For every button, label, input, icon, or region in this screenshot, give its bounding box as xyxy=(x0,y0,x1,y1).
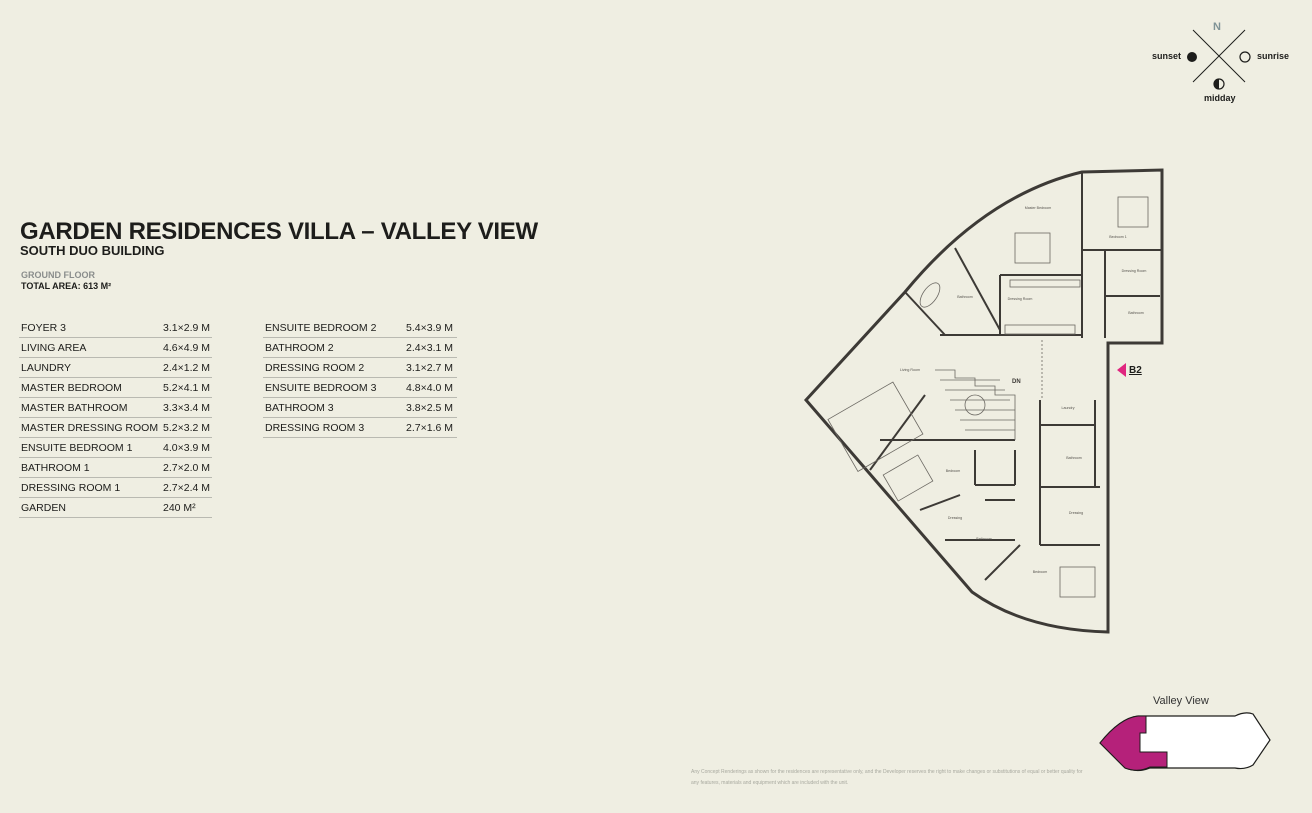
sunrise-label: sunrise xyxy=(1257,51,1290,61)
room-size: 3.8×2.5 M xyxy=(404,397,457,418)
room-size: 2.4×1.2 M xyxy=(161,357,212,378)
room-name: MASTER BEDROOM xyxy=(19,377,161,398)
room-label: Bedroom 1 xyxy=(1109,235,1127,239)
room-name: MASTER DRESSING ROOM xyxy=(19,417,161,438)
unit-highlight xyxy=(1099,715,1168,771)
room-name: BATHROOM 1 xyxy=(19,457,161,478)
room-label: Bathroom xyxy=(1128,311,1144,315)
room-size: 2.7×2.4 M xyxy=(161,477,212,498)
room-name: ENSUITE BEDROOM 2 xyxy=(263,318,404,338)
stairs-down-label: DN xyxy=(1012,379,1021,385)
unit-marker-icon xyxy=(1117,363,1126,377)
floor-label: GROUND FLOOR xyxy=(21,270,95,280)
room-name: LIVING AREA xyxy=(19,337,161,358)
sunset-label: sunset xyxy=(1152,51,1182,61)
room-label: Dressing xyxy=(948,516,962,520)
room-label: Bathroom xyxy=(957,295,973,299)
room-name: MASTER BATHROOM xyxy=(19,397,161,418)
room-size: 5.2×4.1 M xyxy=(161,377,212,398)
outer-wall xyxy=(803,168,1164,634)
room-size: 3.1×2.7 M xyxy=(404,357,457,378)
sunrise-icon xyxy=(1239,51,1251,63)
page-title: GARDEN RESIDENCES VILLA – VALLEY VIEW xyxy=(20,218,538,245)
room-label: Laundry xyxy=(1062,406,1075,410)
room-size: 4.6×4.9 M xyxy=(161,337,212,358)
locator-title: Valley View xyxy=(1153,695,1209,707)
location-map xyxy=(1099,712,1271,772)
compass-cross-icon xyxy=(1187,29,1251,90)
room-name: GARDEN xyxy=(19,497,161,518)
room-name: LAUNDRY xyxy=(19,357,161,378)
disclaimer: Any Concept Renderings as shown for the … xyxy=(691,769,1083,786)
room-label: Dressing xyxy=(1069,511,1083,515)
room-size: 2.7×2.0 M xyxy=(161,457,212,478)
room-size: 4.8×4.0 M xyxy=(404,377,457,398)
room-label: Living Room xyxy=(900,368,920,372)
sunset-icon xyxy=(1187,52,1197,62)
room-name: DRESSING ROOM 2 xyxy=(263,357,404,378)
room-label: Bedroom xyxy=(946,469,961,473)
room-name: DRESSING ROOM 3 xyxy=(263,417,404,438)
room-label: Dressing Room xyxy=(1008,297,1033,301)
north-label: N xyxy=(1213,21,1221,33)
room-label: Bedroom xyxy=(1033,570,1048,574)
room-label: Bathroom xyxy=(976,537,992,541)
midday-label: midday xyxy=(1204,93,1236,103)
room-size: 5.4×3.9 M xyxy=(404,318,457,338)
room-size: 2.4×3.1 M xyxy=(404,337,457,358)
room-name: BATHROOM 3 xyxy=(263,397,404,418)
room-name: ENSUITE BEDROOM 3 xyxy=(263,377,404,398)
room-size: 3.1×2.9 M xyxy=(161,318,212,338)
total-area: TOTAL AREA: 613 M² xyxy=(21,281,112,291)
room-size: 4.0×3.9 M xyxy=(161,437,212,458)
room-name: ENSUITE BEDROOM 1 xyxy=(19,437,161,458)
room-name: BATHROOM 2 xyxy=(263,337,404,358)
room-size: 3.3×3.4 M xyxy=(161,397,212,418)
compass: N sunset sunrise midday xyxy=(1140,15,1300,110)
room-name: FOYER 3 xyxy=(19,318,161,338)
unit-label: B2 xyxy=(1129,365,1142,376)
room-name: DRESSING ROOM 1 xyxy=(19,477,161,498)
building-name: SOUTH DUO BUILDING xyxy=(20,243,165,258)
room-label: Dressing Room xyxy=(1122,269,1147,273)
room-size: 2.7×1.6 M xyxy=(404,417,457,438)
room-size: 240 M² xyxy=(161,497,212,518)
room-label: Bathroom xyxy=(1066,456,1082,460)
room-size: 5.2×3.2 M xyxy=(161,417,212,438)
room-label: Master Bedroom xyxy=(1025,206,1052,210)
